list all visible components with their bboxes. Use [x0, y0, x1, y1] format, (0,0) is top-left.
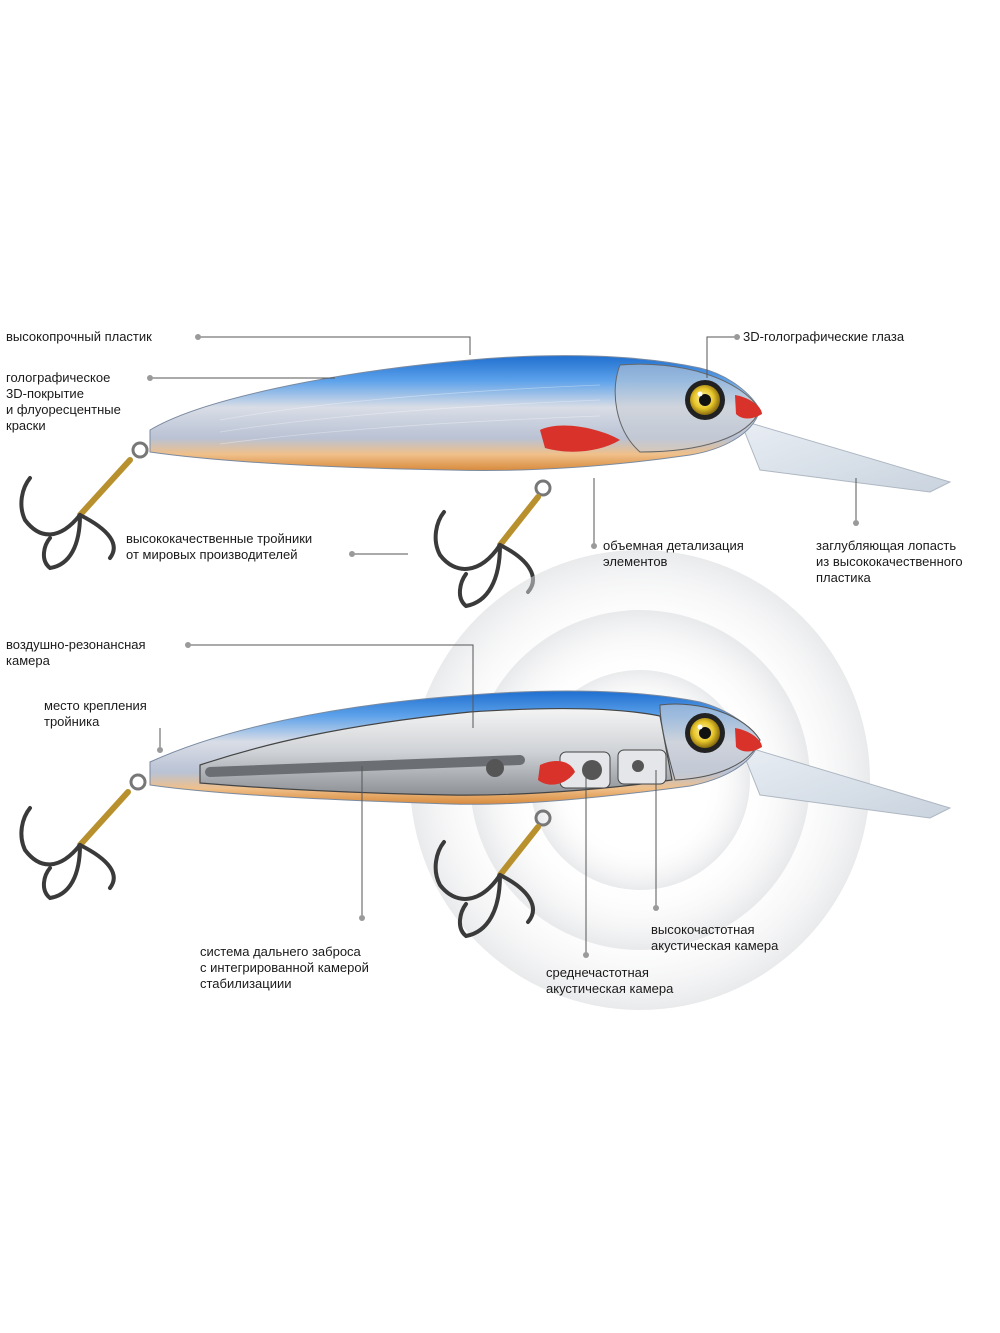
pectoral-fin	[540, 425, 620, 452]
pectoral-fin	[538, 760, 575, 785]
label-hook-mount: место крепления тройника	[44, 698, 147, 729]
label-high-frequency-chamber: высокочастотная акустическая камера	[651, 922, 779, 953]
label-treble-hooks: высококачественные тройники от мировых п…	[126, 531, 313, 562]
label-diving-lip: заглубляющая лопасть из высококачественн…	[816, 538, 963, 585]
high-frequency-ball	[632, 760, 644, 772]
rear-treble-hook	[19, 441, 149, 571]
eye-highlight	[697, 724, 703, 730]
label-mid-frequency-chamber: среднечастотная акустическая камера	[546, 965, 674, 996]
mouth	[735, 395, 762, 419]
diving-lip	[739, 744, 952, 819]
label-long-cast-system: система дальнего заброса с интегрированн…	[200, 944, 369, 991]
label-holographic-coating: голографическое 3D-покрытие и флуоресцен…	[6, 370, 121, 433]
diving-lip	[739, 419, 952, 493]
long-cast-rod	[205, 755, 525, 777]
label-volumetric-detail: объемная детализация элементов	[603, 538, 744, 569]
bottom-lure	[19, 550, 952, 1010]
mouth	[735, 728, 762, 752]
eye-pupil	[699, 394, 711, 406]
cast-ball	[486, 759, 504, 777]
mid-frequency-ball	[582, 760, 602, 780]
belly-treble-hook	[433, 809, 552, 939]
scale-texture	[219, 384, 601, 445]
rear-treble-hook	[19, 773, 147, 901]
label-3d-eyes: 3D-голографические глаза	[743, 329, 905, 344]
label-high-strength-plastic: высокопрочный пластик	[6, 329, 152, 344]
callout-lines	[147, 334, 859, 958]
label-air-resonance-chamber: воздушно-резонансная камера	[6, 637, 146, 668]
eye-highlight	[697, 391, 703, 397]
eye-pupil	[699, 727, 711, 739]
top-lure	[19, 355, 952, 609]
